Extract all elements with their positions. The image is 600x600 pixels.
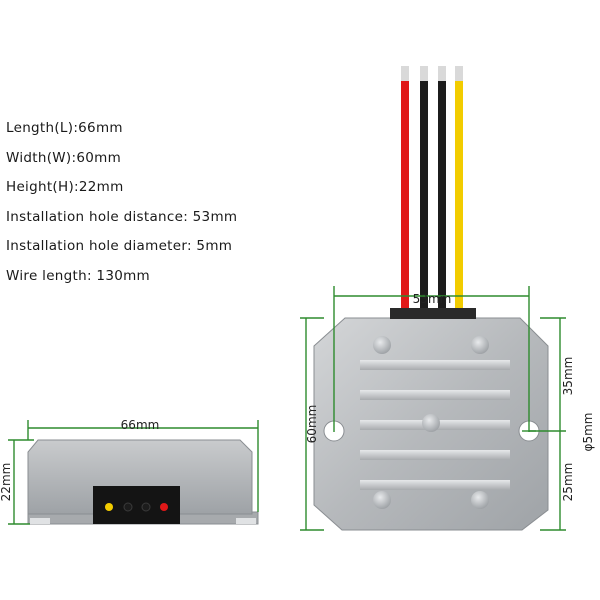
top-view-housing: [313, 308, 549, 531]
dimension-side-length: 66mm: [121, 418, 160, 432]
wire-yellow: [455, 66, 463, 312]
dimension-hole-distance: 53mm: [413, 292, 452, 306]
dimension-top-offset: 35mm: [561, 357, 575, 396]
connector-pin-red: [160, 503, 168, 511]
side-view-housing: [27, 439, 259, 525]
connector-pin-yellow: [105, 503, 113, 511]
dimension-width: 60mm: [305, 405, 319, 444]
screw-boss: [471, 336, 489, 354]
spec-hole-distance: Installation hole distance: 53mm: [6, 208, 238, 225]
screw-boss: [422, 414, 440, 432]
mount-flange-left: [30, 518, 50, 524]
spec-width: Width(W):60mm: [6, 149, 122, 166]
spec-hole-diameter: Installation hole diameter: 5mm: [6, 238, 233, 254]
wire-black-2: [438, 66, 446, 312]
connector-pin-black: [123, 502, 133, 512]
dimension-side-height: 22mm: [0, 463, 13, 502]
screw-boss: [373, 336, 391, 354]
dimension-bottom-offset: 25mm: [561, 463, 575, 502]
spec-wire-length: Wire length: 130mm: [6, 267, 150, 284]
dimension-hole-diameter: φ5mm: [581, 413, 595, 452]
side-view-dimension-lines: [8, 420, 259, 525]
wire-exit-block: [390, 308, 476, 319]
spec-list: Length(L):66mm Width(W):60mm Height(H):2…: [6, 118, 237, 295]
mount-flange-right: [236, 518, 256, 524]
spec-height: Height(H):22mm: [6, 179, 124, 195]
wire-red: [401, 66, 409, 312]
screw-boss: [373, 491, 391, 509]
screw-boss: [471, 491, 489, 509]
spec-length: Length(L):66mm: [6, 120, 123, 136]
connector-pin-black: [141, 502, 151, 512]
wire-bundle: [401, 66, 463, 312]
top-view-dimension-lines: [300, 286, 566, 531]
wire-black-1: [420, 66, 428, 312]
